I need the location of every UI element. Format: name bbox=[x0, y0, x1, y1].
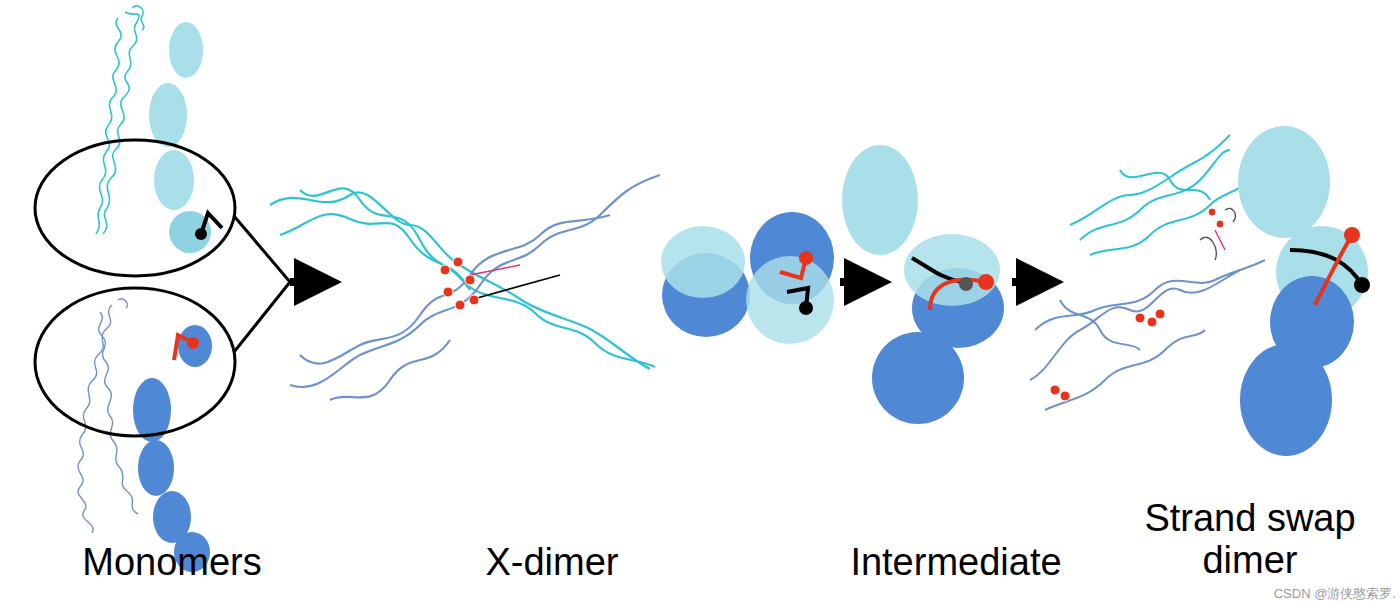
stage-label: Monomers bbox=[52, 540, 292, 584]
protein-ribbon bbox=[78, 299, 138, 533]
watermark: CSDN @游侠憨索罗. bbox=[1274, 586, 1396, 602]
step-arrow bbox=[840, 278, 868, 286]
domain-ellipses bbox=[1238, 126, 1370, 456]
calcium-ion bbox=[440, 257, 479, 310]
callout-oval bbox=[35, 140, 318, 436]
domain-ellipses bbox=[661, 212, 834, 344]
stage-label: Intermediate bbox=[816, 540, 1096, 584]
domain-ellipses bbox=[133, 325, 212, 572]
protein-ribbon bbox=[1030, 135, 1265, 410]
protein-ribbon bbox=[270, 175, 660, 400]
stage-label: Strand swap dimer bbox=[1119, 497, 1381, 581]
domain-ellipses bbox=[149, 22, 222, 253]
stage-label: X-dimer bbox=[432, 540, 672, 584]
domain-ellipses bbox=[842, 145, 1004, 424]
step-arrow bbox=[1012, 278, 1040, 286]
protein-ribbon bbox=[96, 6, 144, 234]
calcium-ion bbox=[1050, 208, 1224, 401]
